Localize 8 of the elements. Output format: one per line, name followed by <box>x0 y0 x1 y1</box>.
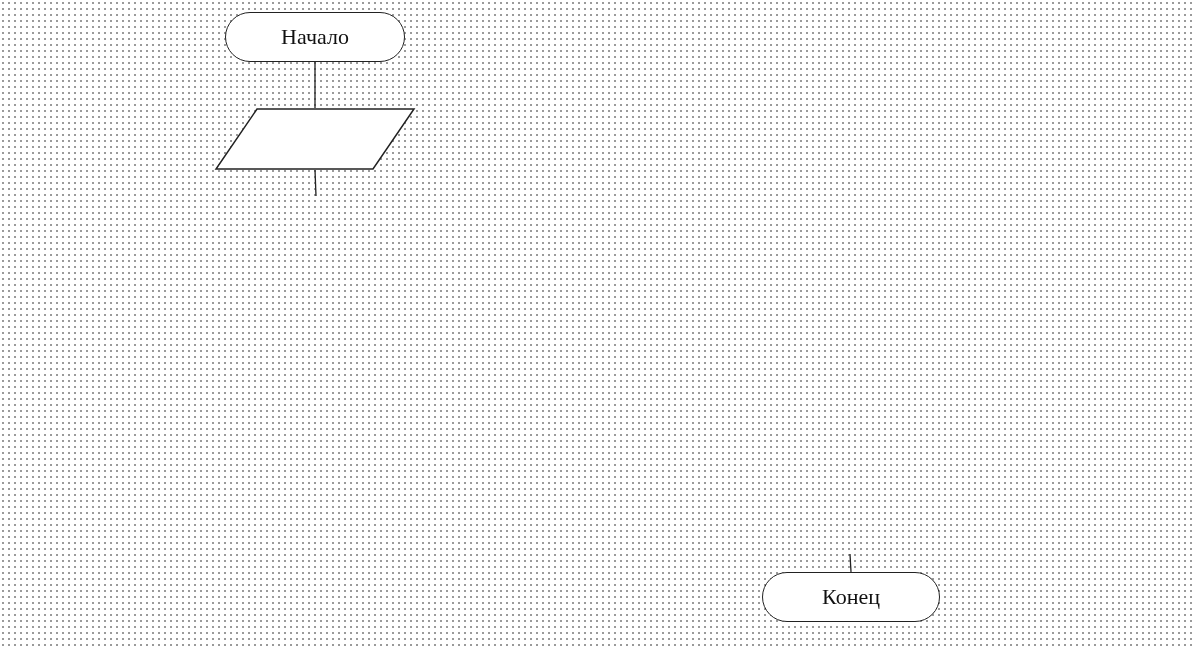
terminator-box <box>225 12 405 62</box>
connector-line <box>314 61 316 109</box>
terminator-label: Конец <box>822 584 880 610</box>
terminator-box <box>762 572 940 622</box>
input-output-parallelogram <box>215 108 415 170</box>
connector-line <box>314 169 317 197</box>
connector-line <box>849 553 852 573</box>
terminator-label: Начало <box>281 24 349 50</box>
